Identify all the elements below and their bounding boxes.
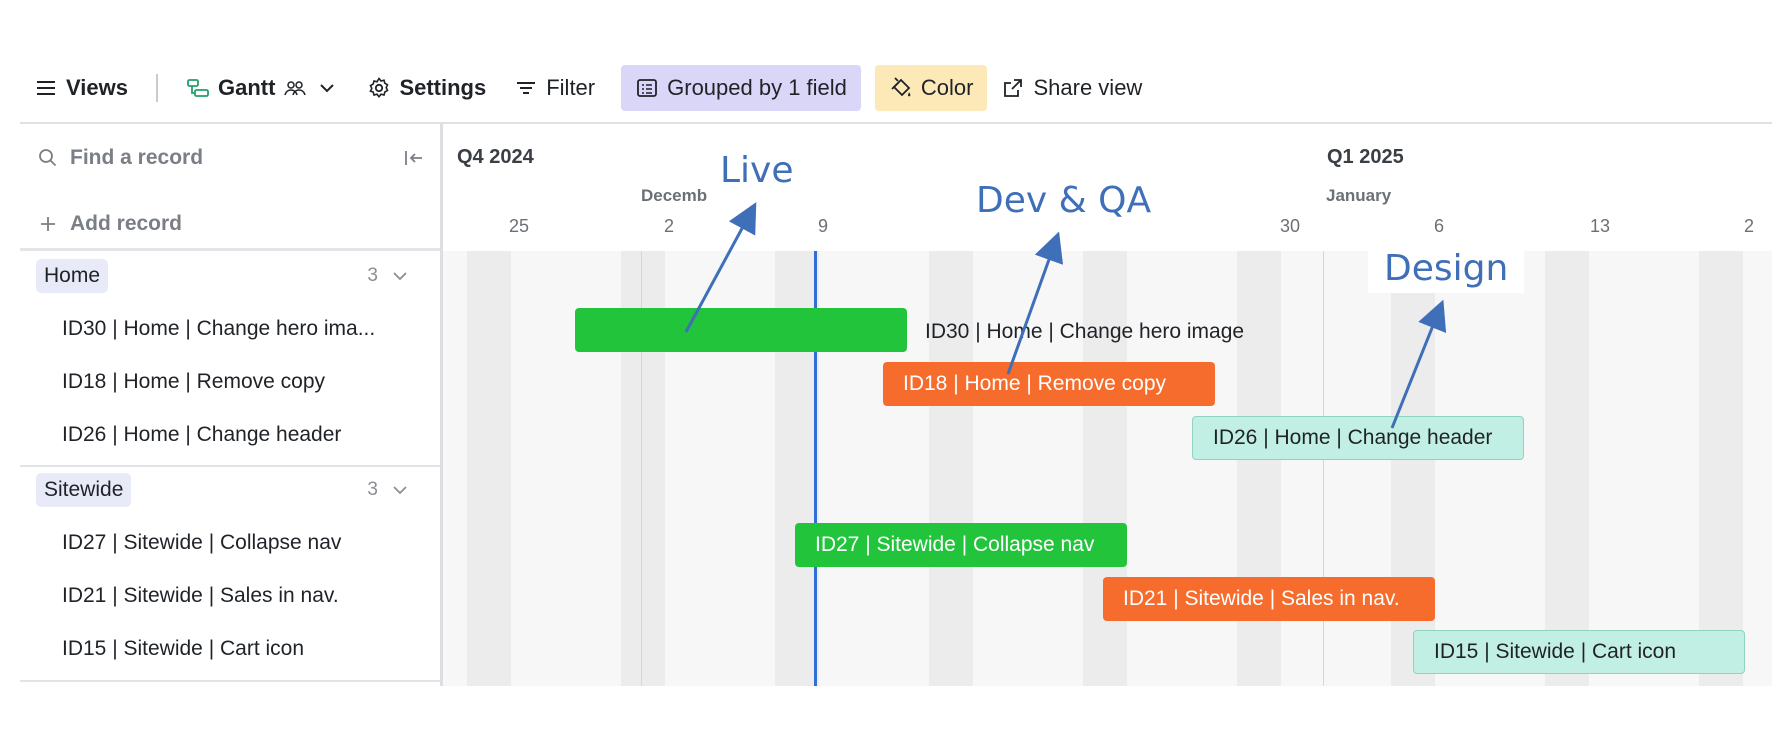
chevron-down-icon[interactable] bbox=[315, 76, 339, 100]
today-line bbox=[814, 251, 817, 686]
collaborators-icon bbox=[283, 76, 307, 100]
group-count: 3 bbox=[367, 265, 378, 286]
group-by-button[interactable]: Grouped by 1 field bbox=[621, 65, 861, 111]
color-label: Color bbox=[920, 75, 974, 100]
pane-divider bbox=[440, 124, 443, 686]
gantt-bar-label: ID15 | Sitewide | Cart icon bbox=[1434, 640, 1677, 663]
toolbar: Views Gantt Settings Filter Grouped by 1… bbox=[20, 60, 1750, 116]
search-icon bbox=[36, 146, 60, 170]
collapse-sidebar-icon[interactable] bbox=[402, 146, 426, 170]
list-item[interactable]: ID21 | Sitewide | Sales in nav. bbox=[62, 584, 339, 607]
quarter-label: Q4 2024 bbox=[457, 146, 534, 168]
day-label: 9 bbox=[817, 216, 829, 236]
gantt-bar-label: ID18 | Home | Remove copy bbox=[903, 372, 1167, 395]
month-label: Decemb bbox=[641, 186, 708, 205]
gantt-view-button[interactable]: Gantt bbox=[172, 65, 353, 111]
search-row: Find a record bbox=[36, 140, 426, 176]
month-boundary-line bbox=[641, 251, 642, 686]
gear-icon bbox=[367, 76, 391, 100]
list-item[interactable]: ID18 | Home | Remove copy bbox=[62, 370, 326, 393]
record-list-pane: Find a record Add record Home 3 ID30 | H… bbox=[20, 124, 442, 684]
grouped-label: Grouped by 1 field bbox=[667, 75, 847, 100]
search-input[interactable]: Find a record bbox=[70, 146, 204, 169]
share-label: Share view bbox=[1033, 75, 1143, 100]
filter-label: Filter bbox=[546, 75, 596, 100]
annotation-live: Live bbox=[720, 150, 794, 191]
add-record-label: Add record bbox=[70, 212, 183, 235]
gantt-bar-label: ID27 | Sitewide | Collapse nav bbox=[815, 533, 1095, 556]
views-label: Views bbox=[66, 75, 128, 100]
group-name: Home bbox=[36, 259, 109, 293]
chevron-down-icon[interactable] bbox=[388, 264, 412, 288]
day-label: 13 bbox=[1589, 216, 1611, 236]
gantt-bar[interactable]: ID18 | Home | Remove copy bbox=[883, 362, 1215, 406]
settings-label: Settings bbox=[399, 75, 487, 100]
list-item[interactable]: ID26 | Home | Change header bbox=[62, 423, 342, 446]
quarter-label: Q1 2025 bbox=[1327, 146, 1404, 168]
group-header-sitewide[interactable]: Sitewide 3 bbox=[36, 470, 436, 510]
gantt-bar-label: ID21 | Sitewide | Sales in nav. bbox=[1123, 587, 1400, 610]
paint-bucket-icon bbox=[889, 76, 913, 100]
month-label: January bbox=[1326, 186, 1392, 205]
day-label: 25 bbox=[508, 216, 530, 236]
gantt-bar[interactable] bbox=[575, 308, 907, 352]
group-header-home[interactable]: Home 3 bbox=[36, 256, 436, 296]
annotation-devqa: Dev & QA bbox=[976, 180, 1152, 221]
group-count: 3 bbox=[367, 479, 378, 500]
plus-icon bbox=[36, 212, 60, 236]
weekend-column bbox=[929, 251, 973, 686]
share-view-button[interactable]: Share view bbox=[987, 65, 1156, 111]
list-item[interactable]: ID30 | Home | Change hero ima... bbox=[62, 317, 376, 340]
settings-button[interactable]: Settings bbox=[353, 65, 500, 111]
gantt-timeline: Q4 2024 Q1 2025 Decemb January 25 2 9 30… bbox=[443, 124, 1772, 686]
day-label: 2 bbox=[1743, 216, 1755, 236]
filter-button[interactable]: Filter bbox=[500, 65, 609, 111]
gantt-bar[interactable]: ID15 | Sitewide | Cart icon bbox=[1413, 630, 1745, 674]
gantt-bar-label: ID30 | Home | Change hero image bbox=[925, 320, 1245, 343]
header-bottom-border bbox=[20, 248, 440, 251]
gantt-bar[interactable]: ID21 | Sitewide | Sales in nav. bbox=[1103, 577, 1435, 621]
external-link-icon bbox=[1001, 76, 1025, 100]
weekend-column bbox=[467, 251, 511, 686]
list-item[interactable]: ID27 | Sitewide | Collapse nav bbox=[62, 531, 342, 554]
group-name: Sitewide bbox=[36, 473, 132, 507]
gantt-icon bbox=[186, 76, 210, 100]
chevron-down-icon[interactable] bbox=[388, 478, 412, 502]
weekend-column bbox=[1545, 251, 1589, 686]
day-label: 2 bbox=[663, 216, 675, 236]
day-label: 30 bbox=[1279, 216, 1301, 236]
gantt-label: Gantt bbox=[217, 75, 276, 100]
color-button[interactable]: Color bbox=[874, 65, 988, 111]
views-button[interactable]: Views bbox=[20, 65, 142, 111]
filter-icon bbox=[514, 76, 538, 100]
day-label: 6 bbox=[1433, 216, 1445, 236]
toolbar-bottom-border bbox=[20, 122, 1772, 124]
gantt-bar[interactable]: ID26 | Home | Change header bbox=[1192, 416, 1524, 460]
gantt-bar-label: ID26 | Home | Change header bbox=[1213, 426, 1493, 449]
month-boundary-line bbox=[1323, 251, 1324, 686]
gantt-bar[interactable]: ID27 | Sitewide | Collapse nav bbox=[795, 523, 1127, 567]
menu-icon bbox=[34, 76, 58, 100]
annotation-design: Design bbox=[1368, 244, 1525, 293]
group-icon bbox=[635, 76, 659, 100]
timeline-header: Q4 2024 Q1 2025 Decemb January 25 2 9 30… bbox=[443, 124, 1772, 250]
toolbar-divider bbox=[155, 74, 158, 102]
weekend-column bbox=[1699, 251, 1743, 686]
list-item[interactable]: ID15 | Sitewide | Cart icon bbox=[62, 637, 305, 660]
add-record-button[interactable]: Add record bbox=[36, 206, 182, 242]
